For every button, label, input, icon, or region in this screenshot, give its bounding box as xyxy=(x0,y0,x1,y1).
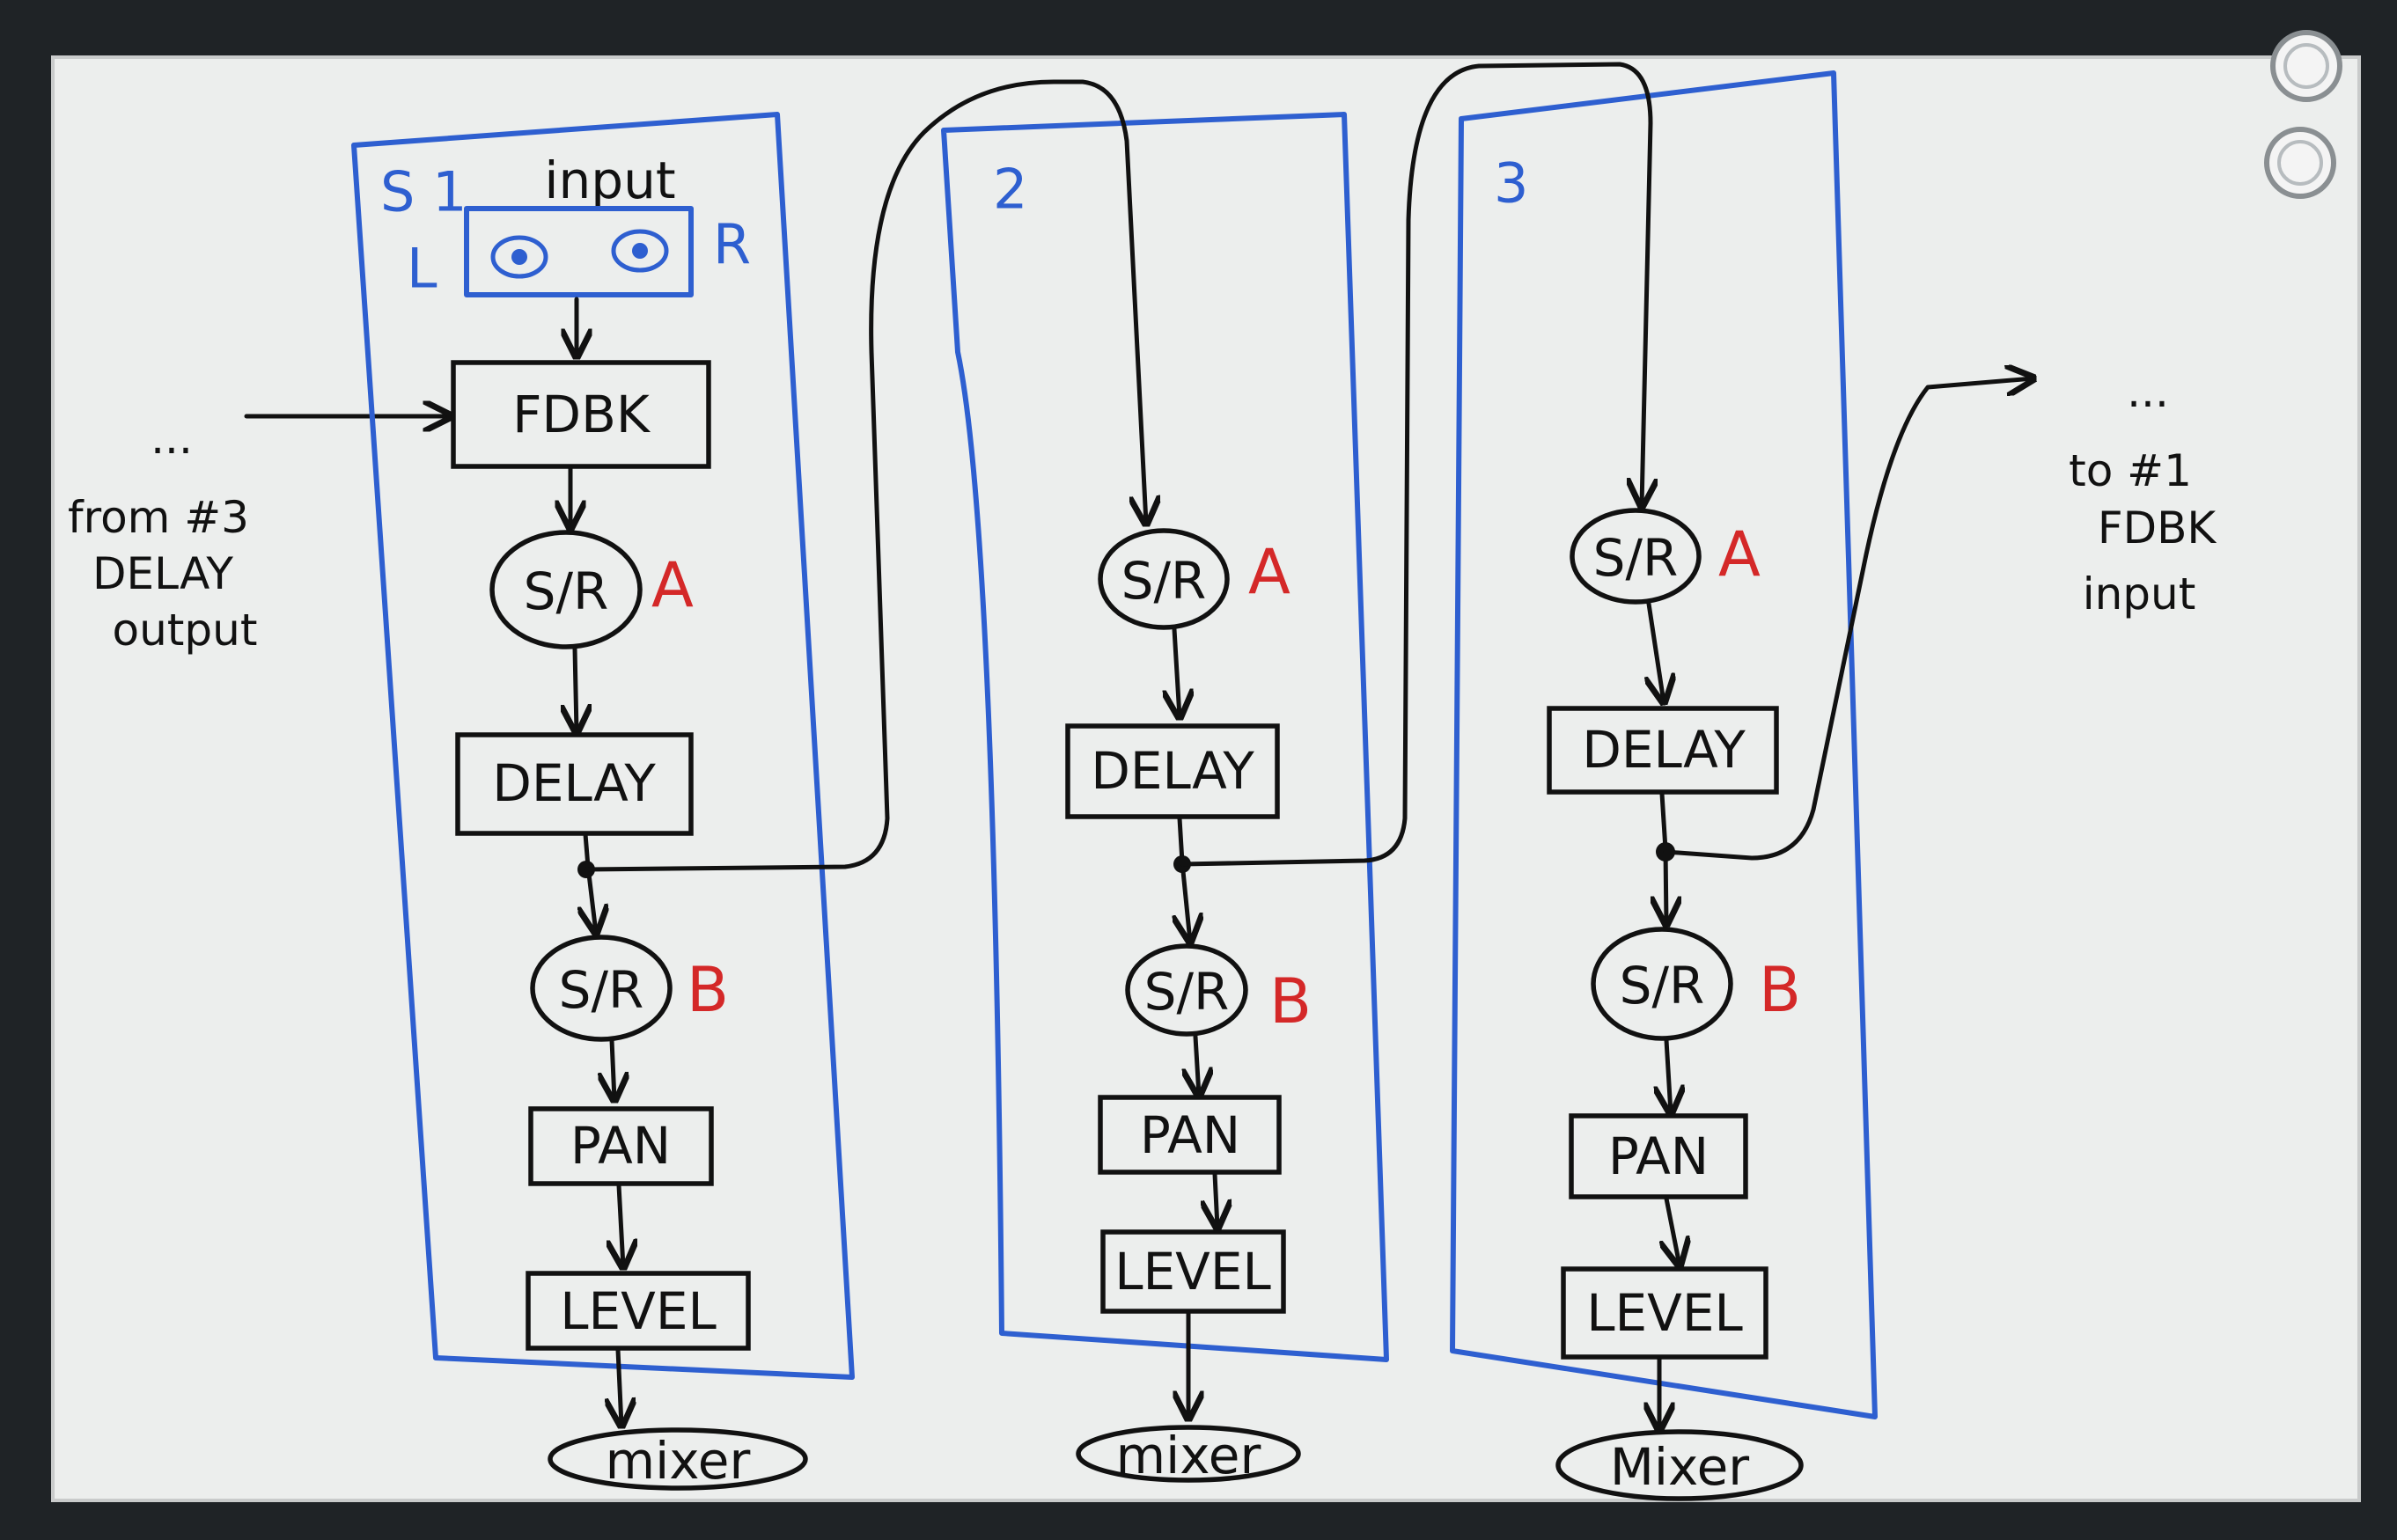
sr-b-label: S/R xyxy=(559,960,644,1020)
channel-3-group-outline xyxy=(1450,70,1878,1419)
arrow xyxy=(1195,1034,1199,1096)
pan-box xyxy=(528,1106,714,1186)
send-return-a xyxy=(1098,528,1230,630)
arrow xyxy=(612,1038,614,1100)
level-box xyxy=(1561,1266,1768,1360)
arrow xyxy=(575,646,577,732)
left-note: ... from #3 DELAY output xyxy=(68,413,257,656)
mixer-1-label: mixer xyxy=(606,1431,751,1491)
left-note-dots: ... xyxy=(151,413,193,464)
mixer-1 xyxy=(548,1427,808,1491)
sr-a-label: S/R xyxy=(524,561,609,621)
delay-1-to-channel-2-wire xyxy=(584,79,1146,872)
delay-label: DELAY xyxy=(1091,741,1254,801)
level-label: LEVEL xyxy=(560,1281,717,1341)
sr-a-label: S/R xyxy=(1593,528,1679,588)
mixer-3 xyxy=(1555,1429,1804,1501)
pan-box xyxy=(1098,1095,1282,1175)
fdbk-box xyxy=(451,360,711,469)
fdbk-label: FDBK xyxy=(512,385,651,444)
channel-3-label: 3 xyxy=(1494,151,1528,216)
whiteboard-surface xyxy=(51,55,2361,1502)
arrow xyxy=(1174,627,1180,717)
sr-a-label: S/R xyxy=(1121,551,1207,611)
magnet-icon xyxy=(2270,30,2342,102)
jack-icon xyxy=(611,229,669,273)
left-note-line-2: DELAY xyxy=(92,548,233,599)
delay-box xyxy=(455,732,694,836)
mixer-2 xyxy=(1076,1425,1301,1483)
arrow xyxy=(618,1347,621,1426)
arrow xyxy=(1215,1171,1217,1228)
right-note-line-2: FDBK xyxy=(2098,502,2217,554)
delay-box xyxy=(1065,723,1280,819)
delay-label: DELAY xyxy=(492,753,656,813)
sr-b-tag: B xyxy=(1759,954,1801,1026)
sr-b-label: S/R xyxy=(1620,956,1705,1016)
level-label: LEVEL xyxy=(1586,1283,1743,1343)
arrow xyxy=(1649,601,1664,702)
send-return-b xyxy=(1125,943,1248,1037)
delay-3-to-channel-1-feedback-wire xyxy=(1663,378,2033,861)
sr-a-tag: A xyxy=(1718,518,1761,590)
level-box xyxy=(526,1271,751,1351)
sr-a-tag: A xyxy=(1248,536,1290,608)
right-note-line-1: to #1 xyxy=(2069,445,2192,496)
input-jack-panel xyxy=(464,206,694,297)
right-note-dots: ... xyxy=(2127,366,2169,417)
channel-1-input-label: input xyxy=(544,150,675,210)
sr-b-label: S/R xyxy=(1144,962,1230,1022)
sr-b-tag: B xyxy=(1269,965,1312,1038)
channel-3: 3 S/R A DELAY S/R B PAN LEVEL Mixer xyxy=(1450,70,1878,1501)
pan-label: PAN xyxy=(1140,1105,1240,1165)
channel-2-label: 2 xyxy=(993,158,1027,222)
right-note-line-3: input xyxy=(2083,568,2196,620)
level-box xyxy=(1100,1229,1286,1314)
pan-box xyxy=(1569,1113,1748,1199)
pan-label: PAN xyxy=(1608,1126,1709,1186)
sr-b-tag: B xyxy=(687,954,729,1026)
channel-1-right-label: R xyxy=(713,213,751,277)
send-return-b xyxy=(1591,927,1733,1041)
send-return-a xyxy=(489,530,643,649)
magnet-icon xyxy=(2264,127,2336,199)
left-note-line-3: output xyxy=(113,605,258,656)
delay-2-to-channel-3-wire xyxy=(1180,62,1651,867)
right-note: ... to #1 FDBK input xyxy=(2069,366,2217,620)
mixer-3-label: Mixer xyxy=(1610,1437,1749,1497)
arrow xyxy=(1666,1196,1680,1265)
channel-1: S 1 input L R FDBK S/R A DELAY S/R B PAN xyxy=(351,112,855,1491)
channel-2-group-outline xyxy=(941,112,1389,1362)
level-label: LEVEL xyxy=(1114,1242,1271,1302)
channel-2: 2 S/R A DELAY S/R B PAN LEVEL mixer xyxy=(941,112,1389,1485)
arrow xyxy=(619,1183,623,1267)
send-return-b xyxy=(530,935,673,1042)
left-note-line-1: from #3 xyxy=(68,492,249,543)
mixer-2-label: mixer xyxy=(1116,1426,1261,1485)
channel-1-group-outline xyxy=(351,112,855,1380)
sr-a-tag: A xyxy=(651,549,694,621)
jack-icon xyxy=(490,235,548,279)
channel-1-left-label: L xyxy=(407,237,437,301)
arrow xyxy=(1666,1038,1671,1113)
pan-label: PAN xyxy=(570,1116,671,1176)
delay-label: DELAY xyxy=(1582,720,1746,780)
channel-1-label: S 1 xyxy=(380,160,467,224)
send-return-a xyxy=(1570,508,1702,605)
